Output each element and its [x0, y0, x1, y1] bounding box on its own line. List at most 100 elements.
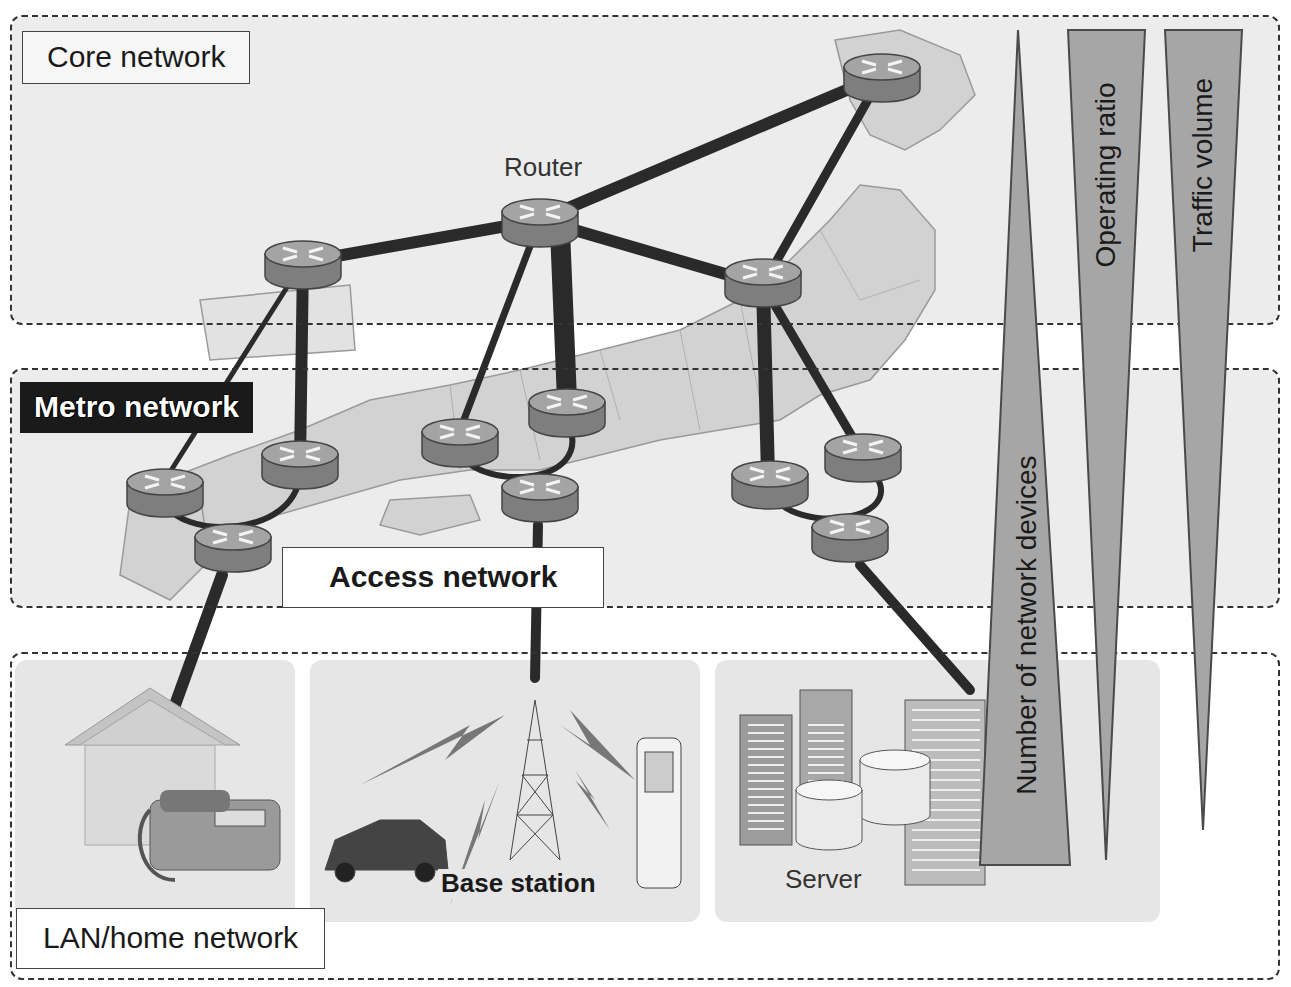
building-line: [912, 739, 980, 741]
router-icon: [502, 199, 578, 247]
router-top: [732, 461, 808, 487]
rack-line: [748, 740, 784, 742]
router-top: [844, 54, 920, 80]
router-icon: [732, 461, 808, 509]
building-line: [912, 859, 980, 861]
router-top: [265, 241, 341, 267]
router-icon: [195, 524, 271, 572]
rack-line: [748, 788, 784, 790]
rack-line: [748, 796, 784, 798]
rack-line: [748, 724, 784, 726]
router-icon: [529, 389, 605, 437]
server-panel: Server: [717, 662, 1162, 924]
triangle-outline: [1068, 30, 1145, 860]
router-icon: [844, 54, 920, 102]
rack-line: [808, 772, 844, 774]
building-line: [912, 729, 980, 731]
router-top: [529, 389, 605, 415]
band-label: Core network: [22, 31, 250, 84]
router-icon: [825, 434, 901, 482]
router-arrows: [862, 61, 902, 73]
router-arrows: [547, 396, 587, 408]
router-top: [422, 419, 498, 445]
rack-line: [748, 820, 784, 822]
rack-line: [748, 828, 784, 830]
building-line: [912, 709, 980, 711]
rack-line: [748, 764, 784, 766]
triangle-label: Traffic volume: [1187, 78, 1219, 252]
rack-line: [748, 756, 784, 758]
home-panel: [15, 660, 295, 922]
router-icon: [812, 514, 888, 562]
triangle-label: Number of network devices: [1011, 455, 1043, 794]
building-line: [912, 829, 980, 831]
rack-line: [748, 748, 784, 750]
rack-line: [808, 764, 844, 766]
rack-line: [748, 812, 784, 814]
router-arrows: [440, 426, 480, 438]
router-arrows: [830, 521, 870, 533]
router-arrows: [213, 531, 253, 543]
router-top: [127, 469, 203, 495]
server-panel: [715, 660, 1160, 922]
router-icon: [422, 419, 498, 467]
base-station-icon: [325, 700, 681, 905]
triangle-label: Operating ratio: [1090, 82, 1122, 267]
building-line: [912, 839, 980, 841]
server-label: Server: [785, 865, 862, 895]
routers: [127, 54, 920, 572]
building-line: [912, 719, 980, 721]
router-arrows: [283, 248, 323, 260]
router-icon: [265, 241, 341, 289]
building-line: [912, 749, 980, 751]
router-arrows: [280, 448, 320, 460]
router-top: [825, 434, 901, 460]
router-top: [262, 441, 338, 467]
router-icon: [127, 469, 203, 517]
router-top: [502, 474, 578, 500]
rack-line: [748, 804, 784, 806]
number-of-devices-triangle: Number of network devices: [975, 25, 1075, 870]
rack-line: [808, 724, 844, 726]
band-label: Metro network: [20, 382, 253, 433]
router-top: [812, 514, 888, 540]
building-line: [912, 849, 980, 851]
rack-line: [748, 780, 784, 782]
rack-line: [808, 732, 844, 734]
router-arrows: [750, 468, 790, 480]
router-icon: [262, 441, 338, 489]
router-top: [502, 199, 578, 225]
router-arrows: [520, 206, 560, 218]
router-top: [725, 259, 801, 285]
rack-line: [808, 740, 844, 742]
rack-line: [808, 748, 844, 750]
band-label: LAN/home network: [16, 908, 325, 969]
japan-map: [120, 30, 975, 600]
lan-home-band: LAN/home network Base station Server: [10, 652, 1280, 980]
base-station-label: Base station: [438, 869, 599, 899]
base-station-panel: Base station: [312, 662, 702, 924]
router-icon: [502, 474, 578, 522]
home-icon: [65, 688, 280, 880]
traffic-volume-triangle: Traffic volume: [1162, 25, 1247, 835]
building-line: [912, 869, 980, 871]
triangle-outline: [980, 30, 1070, 865]
band-label: Access network: [282, 547, 604, 608]
router-arrows: [520, 481, 560, 493]
router-arrows: [743, 266, 783, 278]
server-icon: [740, 690, 985, 885]
base-station-panel: [310, 660, 700, 922]
triangle-outline: [1165, 30, 1242, 830]
rack-line: [748, 772, 784, 774]
rack-line: [748, 732, 784, 734]
network-links: [165, 75, 970, 705]
operating-ratio-triangle: Operating ratio: [1065, 25, 1150, 865]
router-top: [195, 524, 271, 550]
router-arrows: [145, 476, 185, 488]
router-icon: [725, 259, 801, 307]
router-node: Router: [482, 153, 602, 189]
router-arrows: [843, 441, 883, 453]
router-label: Router: [504, 153, 582, 183]
rack-line: [808, 756, 844, 758]
